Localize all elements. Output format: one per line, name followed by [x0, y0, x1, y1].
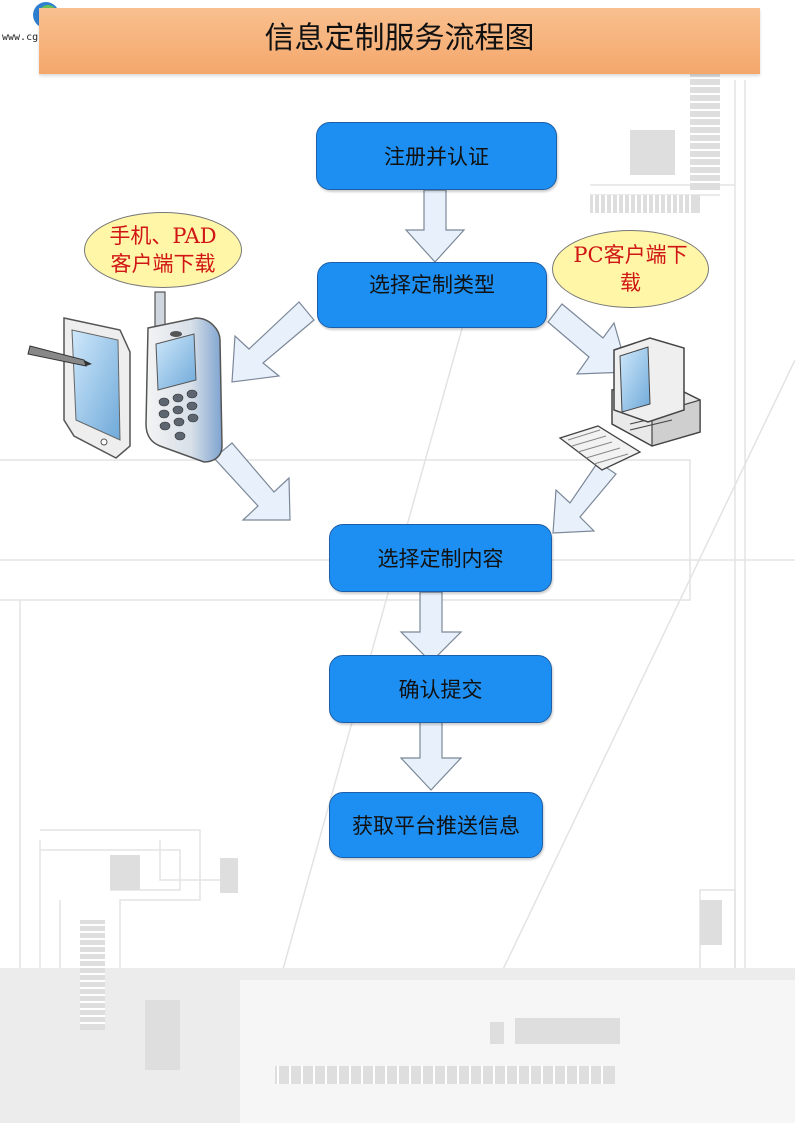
arrow-type-to-mobile — [231, 301, 315, 383]
pc-bubble-line2: 载 — [620, 271, 641, 295]
tablet-icon — [27, 317, 131, 459]
pc-bubble-line1: PC客户端下 — [573, 243, 688, 267]
page-title: 信息定制服务流程图 — [264, 21, 535, 56]
step-receive-push-box[interactable]: 获取平台推送信息 — [329, 792, 543, 858]
arrow-mobile-to-content — [213, 442, 291, 521]
arrow-pc-to-content — [552, 461, 617, 534]
arrow-step3-to-step4 — [399, 591, 463, 663]
arrow-step1-to-step2 — [404, 189, 466, 263]
mobile-bubble-line1: 手机、PAD — [109, 224, 217, 248]
desktop-computer-icon — [558, 337, 701, 471]
arrow-step4-to-step5 — [399, 721, 463, 791]
step-select-type-box[interactable]: 选择定制类型 — [317, 262, 547, 328]
title-bar: 信息定制服务流程图 — [39, 8, 760, 74]
pc-download-bubble: PC客户端下 载 — [552, 230, 709, 308]
step-confirm-submit-box[interactable]: 确认提交 — [329, 655, 552, 723]
step-register-box[interactable]: 注册并认证 — [316, 122, 557, 190]
mobile-download-bubble: 手机、PAD 客户端下载 — [84, 212, 242, 288]
step-select-content-box[interactable]: 选择定制内容 — [329, 524, 552, 592]
mobile-bubble-line2: 客户端下载 — [110, 252, 216, 276]
mobile-phone-icon — [145, 291, 223, 463]
